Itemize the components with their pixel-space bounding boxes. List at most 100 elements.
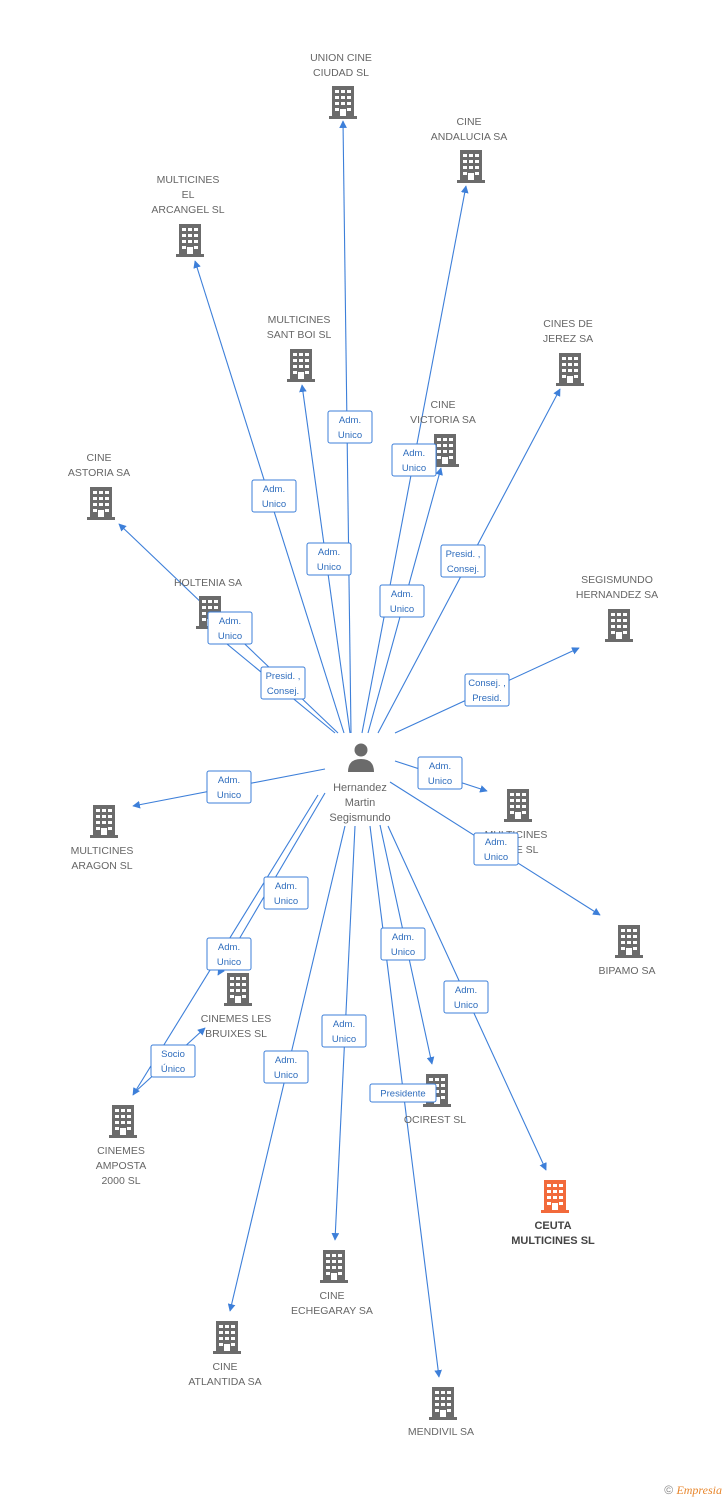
relation-label-cinemes-les-bruixes[interactable]: Adm. Unico [263,876,309,910]
relation-role-text: Adm. [455,985,477,996]
copyright-symbol: © [664,1483,674,1497]
relation-role-text: Unico [484,852,508,863]
company-node-ocirest[interactable]: OCIREST SL [404,1074,466,1126]
relation-label-multicines-sant-boi[interactable]: Adm.Unico [306,542,352,576]
relation-role-text: Unico [402,463,426,474]
relation-role-text: Presidente [380,1089,425,1100]
relation-role-text: Consej. [447,564,479,575]
person-name-text: Martin [345,797,376,809]
company-name-text: MULTICINES [71,845,134,857]
person-icon [354,743,368,757]
relation-label-cines-de-jerez[interactable]: Presid. ,Consej. [440,544,486,578]
company-name-text: ASTORIA SA [68,467,130,479]
company-name-text: MENDIVIL SA [408,1426,474,1438]
relation-label-union-cine-ciudad[interactable]: Adm.Unico [327,410,373,444]
relation-label-cine-atlantida[interactable]: Adm.Unico [263,1050,309,1084]
building-icon [287,349,315,382]
relation-label-box [473,832,519,866]
building-icon [320,1250,348,1283]
relation-role-text: Unico [217,790,241,801]
company-name-text: CINE [456,116,481,128]
company-name-text: CINEMES LES [201,1013,272,1025]
company-name-text: EL [182,189,195,201]
relation-label-mendivil[interactable]: Presidente [369,1083,437,1103]
relation-role-text: Unico [218,631,242,642]
relation-role-text: Adm. [318,547,340,558]
company-node-multicines-el-arcangel[interactable]: MULTICINES EL ARCANGEL SL [151,174,225,257]
relation-label-bipamo[interactable]: Adm.Unico [473,832,519,866]
relation-role-text: Consej. [267,686,299,697]
building-icon [429,1387,457,1420]
company-name-text: ARCANGEL SL [151,204,224,216]
building-icon [605,609,633,642]
relation-label-cinemes-amposta-2000[interactable]: Adm.Unico [206,937,252,971]
relation-label-holtenia[interactable]: Presid. ,Consej. [260,666,306,700]
relation-label-multicines-el-arcangel[interactable]: Adm. Unico [251,479,297,513]
relation-label-segismundo-hernandez[interactable]: Consej. ,Presid. [464,673,510,707]
company-name-text: UNION CINE [310,52,372,64]
relation-role-text: Adm. [392,932,414,943]
company-name-text: VICTORIA SA [410,414,476,426]
relation-role-text: Unico [274,1070,298,1081]
relation-role-text: Unico [390,604,414,615]
company-name-text: CINE [430,399,455,411]
building-icon [176,224,204,257]
company-name-text: SANT BOI SL [267,329,332,341]
relation-label-box [251,479,297,513]
relation-label-cine-victoria[interactable]: Adm.Unico [379,584,425,618]
company-node-mendivil[interactable]: MENDIVIL SA [408,1387,474,1438]
relation-label-cine-andalucia[interactable]: Adm.Unico [391,443,437,477]
relation-label-box [321,1014,367,1048]
building-icon [109,1105,137,1138]
company-name-text: MULTICINES [157,174,220,186]
relation-role-text: Unico [454,1000,478,1011]
relation-role-text: Unico [338,430,362,441]
company-name-text: HOLTENIA SA [174,577,242,589]
relation-label-cine-echegaray[interactable]: Adm.Unico [321,1014,367,1048]
relation-label-multicines-aragon[interactable]: Adm. Unico [206,770,252,804]
relation-role-text: Unico [274,896,298,907]
person-name-text: Segismundo [329,812,390,824]
relation-role-text: Adm. [429,761,451,772]
company-node-bipamo[interactable]: BIPAMO SA [599,925,656,977]
building-icon [541,1180,569,1213]
relation-label-box [263,876,309,910]
relation-label-box [207,611,253,645]
relation-role-text: Adm. [218,775,240,786]
company-node-cine-andalucia[interactable]: CINE ANDALUCIA SA [431,116,507,183]
building-icon [213,1321,241,1354]
relation-label-box [206,937,252,971]
company-name-text: CEUTA [534,1220,571,1232]
company-name-text: JEREZ SA [543,333,593,345]
company-node-holtenia[interactable]: HOLTENIA SA [174,577,242,629]
footer-brand[interactable]: © Empresia [664,1483,722,1498]
relation-role-text: Adm. [333,1019,355,1030]
relation-role-text: Unico [262,499,286,510]
relation-label-multicines-ste[interactable]: Adm.Unico [417,756,463,790]
relation-label-box [260,666,306,700]
company-name-text: ANDALUCIA SA [431,131,507,143]
relation-label-cine-astoria[interactable]: Adm.Unico [207,611,253,645]
company-name-text: SEGISMUNDO [581,574,653,586]
brand-name: Empresia [676,1483,722,1497]
building-icon [224,973,252,1006]
relation-role-text: Adm. [275,881,297,892]
relation-label-ocirest[interactable]: Adm.Unico [380,927,426,961]
relation-role-text: Adm. [263,484,285,495]
relation-label-ceuta-multicines[interactable]: Adm. Unico [443,980,489,1014]
company-node-cine-victoria[interactable]: CINE VICTORIA SA [410,399,476,467]
company-name-text: CINE [212,1361,237,1373]
